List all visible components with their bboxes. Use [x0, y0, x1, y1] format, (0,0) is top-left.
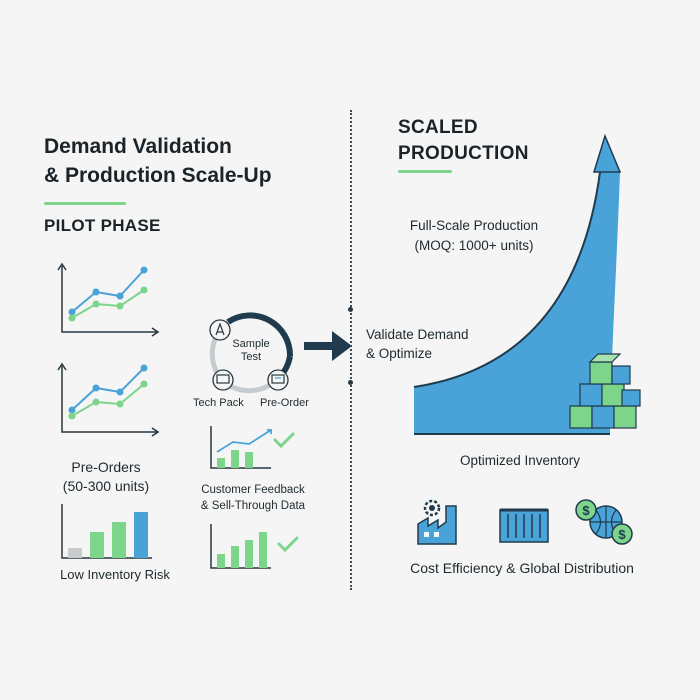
- boxes-icon: [569, 353, 641, 429]
- scaled-production-heading: SCALED PRODUCTION: [398, 115, 529, 167]
- factory-icon: [417, 499, 457, 545]
- transition-line-2: & Optimize: [366, 346, 433, 361]
- growth-curve-icon: [413, 133, 622, 435]
- bar-chart-icon: [61, 504, 152, 559]
- feedback-label: Customer Feedback & Sell-Through Data: [196, 482, 310, 514]
- cycle-center-line-1: Sample: [232, 338, 270, 350]
- svg-text:$: $: [618, 527, 626, 542]
- feedback-line-1: Customer Feedback: [201, 484, 305, 496]
- preorders-line-2: (50-300 units): [62, 478, 150, 494]
- check-icon: [277, 536, 299, 553]
- page-title: Demand Validation & Production Scale-Up: [44, 132, 272, 190]
- line-chart-icon: [57, 362, 160, 437]
- line-chart-icon: [57, 262, 160, 337]
- divider-dot: [348, 380, 353, 385]
- preorders-label: Pre-Orders (50-300 units): [46, 458, 166, 496]
- pilot-phase-heading: PILOT PHASE: [44, 216, 161, 235]
- low-inventory-label: Low Inventory Risk: [60, 567, 170, 582]
- scaled-line-2: PRODUCTION: [398, 143, 529, 164]
- cycle-center-line-2: Test: [240, 351, 262, 363]
- svg-text:$: $: [582, 503, 590, 518]
- tech-pack-label: Tech Pack: [193, 397, 244, 409]
- globe-dollar-icon: $ $: [575, 499, 633, 545]
- full-scale-label: Full-Scale Production (MOQ: 1000+ units): [404, 216, 544, 256]
- container-icon: [499, 508, 549, 543]
- full-scale-line-1: Full-Scale Production: [409, 218, 539, 233]
- full-scale-line-2: (MOQ: 1000+ units): [414, 238, 534, 253]
- bar-chart-icon: [210, 426, 295, 469]
- transition-line-1: Validate Demand: [366, 327, 469, 342]
- bar-chart-icon: [210, 524, 299, 569]
- title-line-1: Demand Validation: [44, 135, 232, 158]
- title-line-2: & Production Scale-Up: [44, 164, 272, 187]
- check-icon: [273, 432, 295, 449]
- optimized-inventory-label: Optimized Inventory: [459, 453, 581, 468]
- title-accent-line: [44, 202, 126, 205]
- cost-efficiency-label: Cost Efficiency & Global Distribution: [410, 560, 634, 576]
- cycle-center-label: Sample Test: [226, 338, 276, 364]
- arrow-right-icon: [304, 331, 352, 361]
- section-divider: [350, 110, 352, 590]
- pre-order-label: Pre-Order: [260, 397, 309, 409]
- scaled-line-1: SCALED: [398, 117, 478, 138]
- transition-label: Validate Demand & Optimize: [366, 325, 469, 363]
- sample-cycle-icon: [209, 312, 294, 394]
- preorders-line-1: Pre-Orders: [71, 459, 141, 475]
- divider-dot: [348, 307, 353, 312]
- feedback-line-2: & Sell-Through Data: [200, 500, 306, 512]
- scaled-accent-line: [398, 170, 452, 173]
